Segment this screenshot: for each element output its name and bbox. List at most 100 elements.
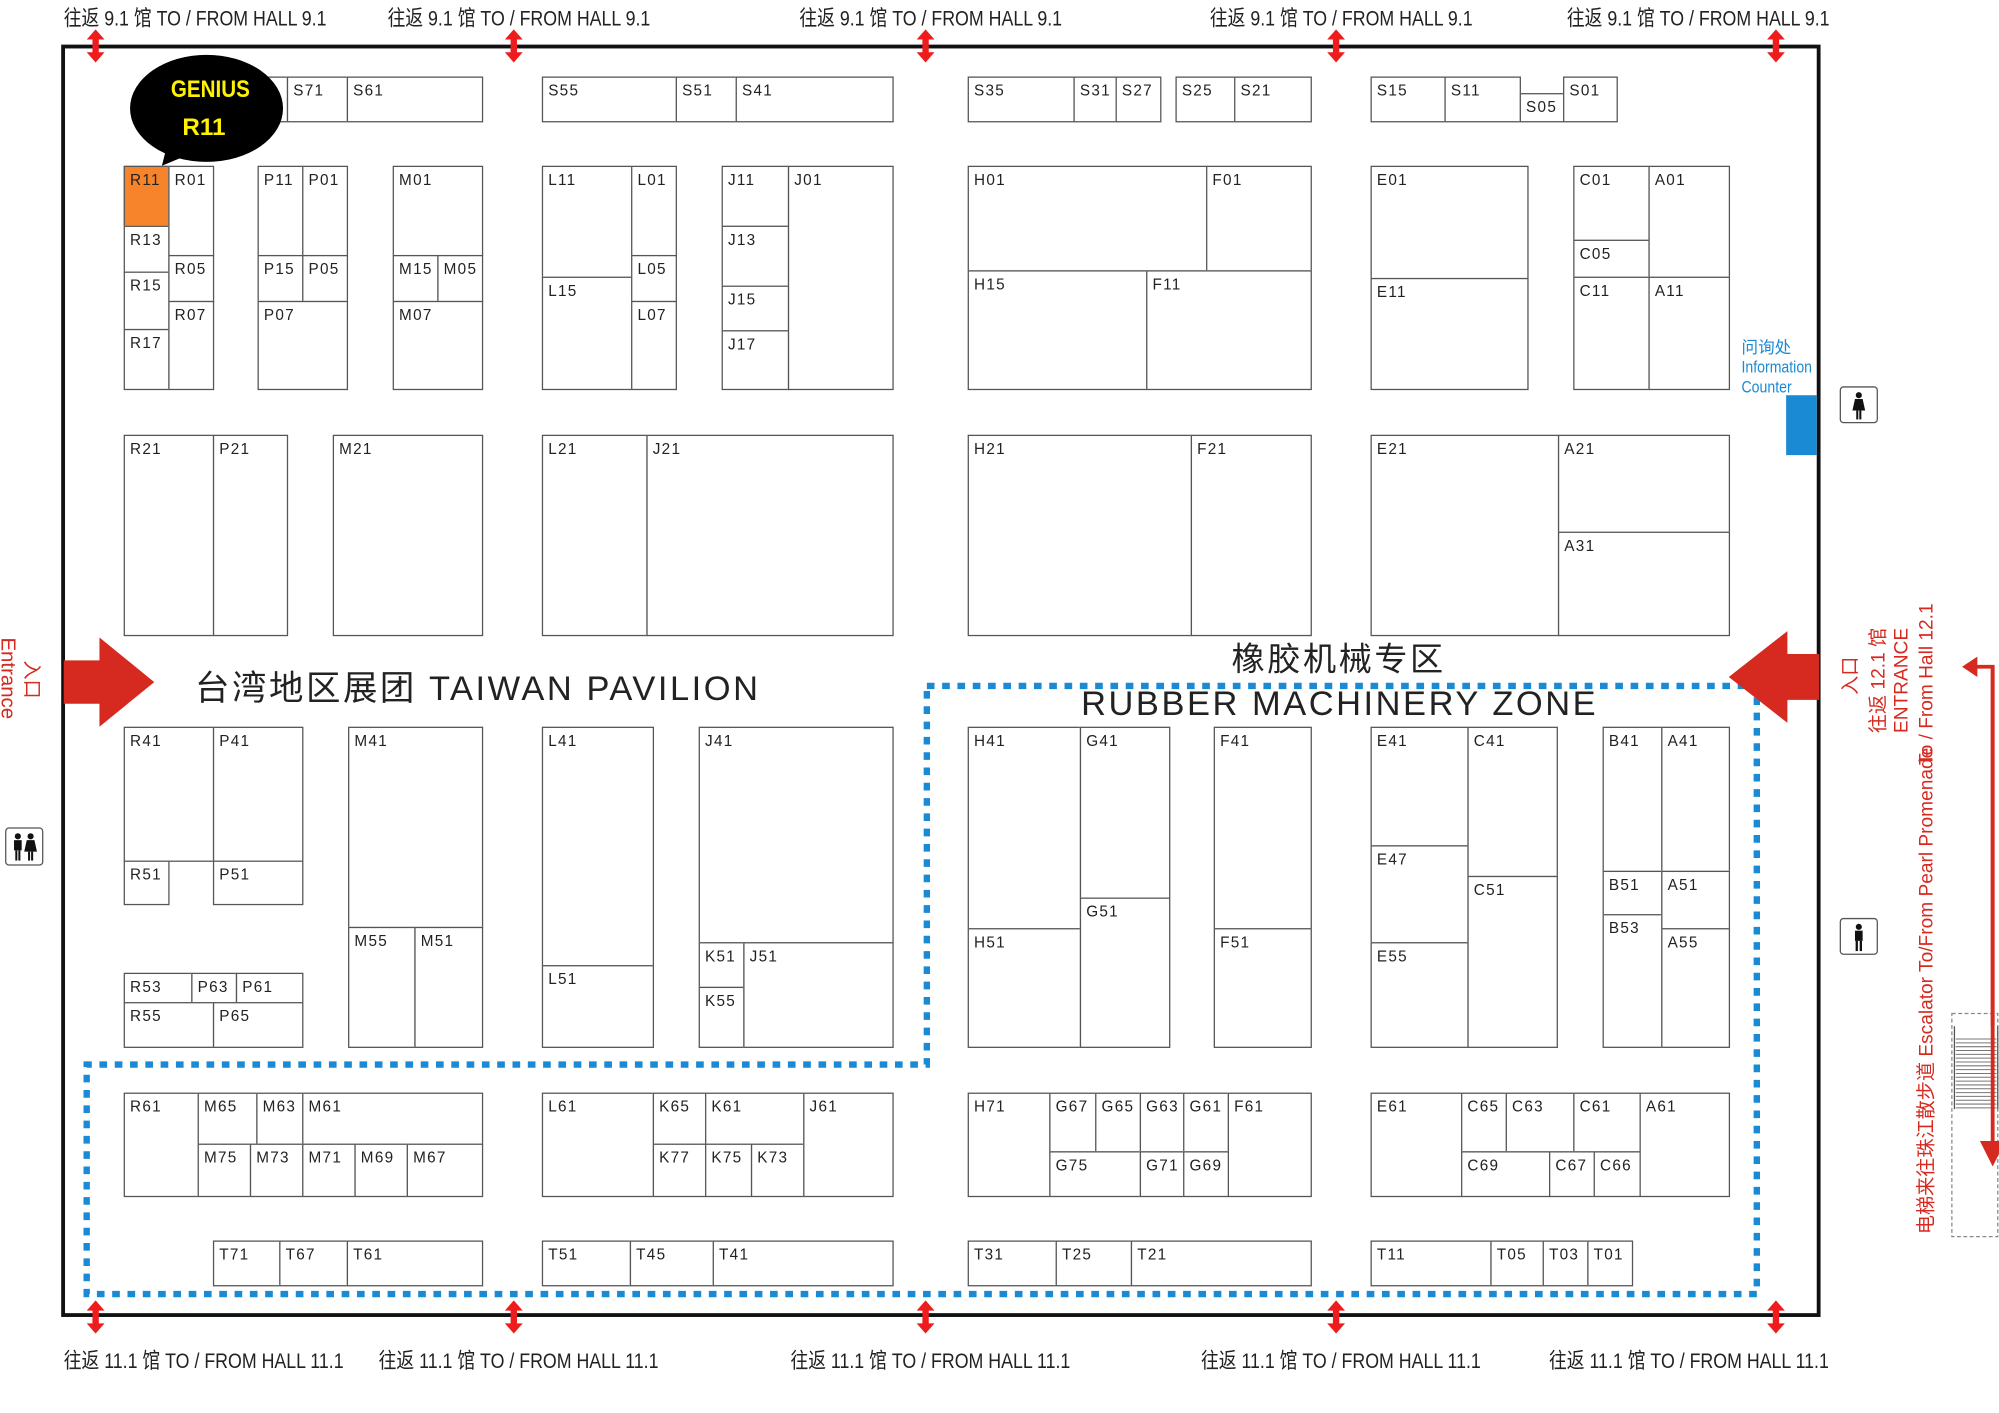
booth[interactable]: R05 bbox=[168, 254, 215, 303]
booth[interactable]: E47 bbox=[1370, 845, 1469, 944]
booth[interactable]: S55 bbox=[541, 76, 677, 123]
booth[interactable]: M69 bbox=[354, 1143, 408, 1198]
booth[interactable]: G61 bbox=[1183, 1092, 1230, 1153]
booth[interactable]: C69 bbox=[1461, 1151, 1551, 1198]
to-hall-11-1-link[interactable]: 往返 11.1 馆 TO / FROM HALL 11.1 bbox=[790, 1348, 1071, 1374]
booth[interactable]: A55 bbox=[1661, 928, 1731, 1048]
to-hall-9-1-link[interactable]: 往返 9.1 馆 TO / FROM HALL 9.1 bbox=[1209, 6, 1473, 31]
booth[interactable]: S61 bbox=[346, 76, 484, 123]
booth[interactable]: L01 bbox=[631, 165, 677, 257]
booth[interactable]: B41 bbox=[1602, 726, 1663, 873]
booth[interactable]: T03 bbox=[1542, 1240, 1589, 1287]
booth[interactable]: S21 bbox=[1234, 76, 1312, 123]
booth[interactable]: M61 bbox=[302, 1092, 484, 1145]
booth[interactable]: E21 bbox=[1370, 434, 1560, 637]
booth[interactable]: J17 bbox=[721, 330, 790, 391]
booth[interactable]: S15 bbox=[1370, 76, 1446, 123]
booth[interactable]: S31 bbox=[1073, 76, 1117, 123]
booth[interactable]: S25 bbox=[1175, 76, 1236, 123]
booth[interactable]: T05 bbox=[1490, 1240, 1544, 1287]
booth[interactable]: L51 bbox=[541, 965, 655, 1048]
booth[interactable]: M55 bbox=[348, 926, 416, 1048]
booth[interactable]: K75 bbox=[705, 1143, 753, 1198]
booth[interactable]: T31 bbox=[967, 1240, 1057, 1287]
booth[interactable]: T25 bbox=[1055, 1240, 1133, 1287]
booth[interactable]: C67 bbox=[1549, 1151, 1595, 1198]
booth[interactable]: K73 bbox=[750, 1143, 805, 1198]
booth[interactable]: J21 bbox=[646, 434, 894, 637]
booth[interactable]: E01 bbox=[1370, 165, 1529, 280]
booth[interactable]: R13 bbox=[123, 225, 170, 273]
booth[interactable]: M01 bbox=[392, 165, 484, 257]
booth[interactable]: C61 bbox=[1573, 1092, 1641, 1153]
booth[interactable]: R17 bbox=[123, 328, 170, 391]
booth[interactable]: T61 bbox=[346, 1240, 484, 1287]
booth[interactable]: J01 bbox=[787, 165, 894, 391]
booth[interactable]: C01 bbox=[1573, 165, 1650, 241]
booth[interactable]: K65 bbox=[652, 1092, 707, 1145]
booth[interactable]: M05 bbox=[437, 254, 484, 303]
booth[interactable]: M15 bbox=[392, 254, 439, 303]
booth[interactable]: C41 bbox=[1467, 726, 1558, 878]
booth[interactable]: S71 bbox=[286, 76, 349, 123]
booth[interactable]: J11 bbox=[721, 165, 790, 227]
booth[interactable]: K51 bbox=[698, 942, 745, 989]
booth[interactable]: P07 bbox=[257, 300, 349, 391]
booth[interactable]: G75 bbox=[1049, 1151, 1142, 1198]
to-hall-11-1-link[interactable]: 往返 11.1 馆 TO / FROM HALL 11.1 bbox=[378, 1348, 659, 1374]
booth[interactable]: P11 bbox=[257, 165, 304, 257]
booth[interactable]: M41 bbox=[348, 726, 484, 929]
booth[interactable]: L05 bbox=[631, 254, 677, 303]
booth[interactable]: R61 bbox=[123, 1092, 199, 1198]
booth[interactable]: A21 bbox=[1557, 434, 1731, 533]
booth[interactable]: S51 bbox=[675, 76, 737, 123]
booth[interactable]: H15 bbox=[967, 270, 1148, 391]
booth[interactable]: F21 bbox=[1190, 434, 1312, 637]
booth[interactable]: L07 bbox=[631, 300, 677, 391]
booth[interactable]: C63 bbox=[1505, 1092, 1575, 1153]
booth[interactable]: M75 bbox=[197, 1143, 252, 1198]
booth[interactable]: T45 bbox=[629, 1240, 714, 1287]
booth[interactable]: H01 bbox=[967, 165, 1208, 272]
booth[interactable]: A01 bbox=[1648, 165, 1731, 278]
booth[interactable]: K61 bbox=[705, 1092, 805, 1145]
booth[interactable]: T67 bbox=[279, 1240, 349, 1287]
booth[interactable]: P63 bbox=[191, 972, 238, 1004]
booth[interactable]: G51 bbox=[1079, 897, 1171, 1048]
booth[interactable]: R53 bbox=[123, 972, 193, 1004]
to-hall-11-1-link[interactable]: 往返 11.1 馆 TO / FROM HALL 11.1 bbox=[63, 1348, 344, 1374]
booth[interactable]: T21 bbox=[1130, 1240, 1312, 1287]
booth[interactable]: S41 bbox=[735, 76, 894, 123]
booth[interactable]: A31 bbox=[1557, 531, 1731, 637]
booth[interactable]: L21 bbox=[541, 434, 648, 637]
to-hall-9-1-link[interactable]: 往返 9.1 馆 TO / FROM HALL 9.1 bbox=[387, 6, 651, 31]
booth[interactable]: S11 bbox=[1444, 76, 1521, 123]
booth[interactable]: M71 bbox=[302, 1143, 356, 1198]
booth[interactable]: K77 bbox=[652, 1143, 707, 1198]
booth[interactable]: L61 bbox=[541, 1092, 655, 1198]
booth[interactable]: G41 bbox=[1079, 726, 1171, 899]
booth[interactable]: F61 bbox=[1227, 1092, 1312, 1198]
booth[interactable]: J15 bbox=[721, 285, 790, 332]
booth[interactable]: J61 bbox=[803, 1092, 894, 1198]
booth[interactable]: C51 bbox=[1467, 875, 1558, 1048]
booth[interactable]: R07 bbox=[168, 300, 215, 391]
booth[interactable]: T41 bbox=[712, 1240, 894, 1287]
booth[interactable]: J41 bbox=[698, 726, 894, 944]
booth[interactable]: M07 bbox=[392, 300, 484, 391]
booth[interactable]: E11 bbox=[1370, 277, 1529, 391]
booth[interactable]: K55 bbox=[698, 986, 745, 1048]
booth[interactable]: S05 bbox=[1519, 93, 1565, 123]
to-hall-11-1-link[interactable]: 往返 11.1 馆 TO / FROM HALL 11.1 bbox=[1549, 1348, 1829, 1374]
booth[interactable]: S27 bbox=[1115, 76, 1162, 123]
booth[interactable]: F11 bbox=[1146, 270, 1312, 391]
booth[interactable]: L41 bbox=[541, 726, 655, 967]
booth[interactable]: H21 bbox=[967, 434, 1193, 637]
booth[interactable]: C05 bbox=[1573, 239, 1650, 278]
booth[interactable]: C65 bbox=[1461, 1092, 1507, 1153]
booth[interactable]: G71 bbox=[1139, 1151, 1185, 1198]
booth[interactable]: J51 bbox=[743, 942, 894, 1048]
booth[interactable]: R01 bbox=[168, 165, 215, 257]
booth[interactable]: G69 bbox=[1183, 1151, 1230, 1198]
booth[interactable]: B51 bbox=[1602, 870, 1663, 916]
